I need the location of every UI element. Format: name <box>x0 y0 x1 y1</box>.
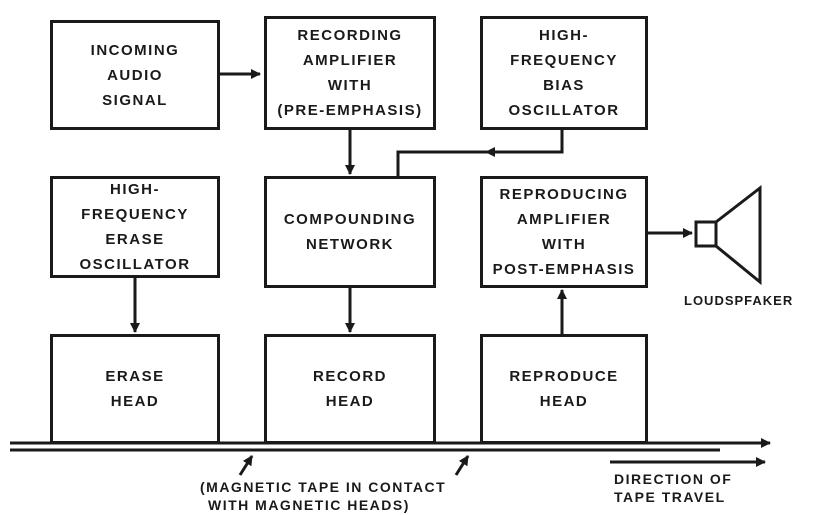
tape-note-line-1: (MAGNETIC TAPE IN CONTACT <box>200 479 447 495</box>
incoming-audio-line-3: SIGNAL <box>102 91 168 109</box>
bias-oscillator-line-3: BIAS <box>543 77 585 94</box>
reproducing-amplifier-line-4: POST-EMPHASIS <box>492 261 636 278</box>
compounding-network-block: COMPOUNDING NETWORK <box>264 176 436 288</box>
erase-oscillator-line-1: HIGH- <box>110 181 160 198</box>
recording-amplifier-block: RECORDING AMPLIFIER WITH (PRE-EMPHASIS) <box>264 16 436 130</box>
tape-note-pointer-left <box>238 455 254 476</box>
recording-amplifier-line-2: AMPLIFIER <box>302 52 398 69</box>
tape-note-line-2: WITH MAGNETIC HEADS) <box>208 497 410 513</box>
reproduce-head-line-1: REPRODUCE <box>509 368 619 385</box>
reproducing-amplifier-line-3: WITH <box>541 236 587 253</box>
loudspeaker-icon <box>694 184 762 286</box>
bias-oscillator-line-2: FREQUENCY <box>510 52 618 69</box>
erase-oscillator-block: HIGH- FREQUENCY ERASE OSCILLATOR <box>50 176 220 278</box>
erase-head-line-1: ERASE <box>105 368 165 385</box>
direction-label-line-1: DIRECTION OF <box>614 471 733 487</box>
incoming-audio-line-1: INCOMING <box>90 41 180 59</box>
incoming-audio-line-2: AUDIO <box>107 66 163 84</box>
compounding-network-line-2: NETWORK <box>306 236 394 253</box>
bias-oscillator-line-1: HIGH- <box>539 27 589 44</box>
erase-head-block: ERASE HEAD <box>50 334 220 444</box>
tape-note-pointer-right <box>454 455 470 476</box>
record-head-line-1: RECORD <box>312 368 387 385</box>
erase-oscillator-line-2: FREQUENCY <box>81 206 189 223</box>
bias-oscillator-line-4: OSCILLATOR <box>508 102 620 119</box>
reproducing-amplifier-line-1: REPRODUCING <box>499 186 629 203</box>
reproducing-amplifier-line-2: AMPLIFIER <box>516 211 612 228</box>
erase-oscillator-line-3: ERASE <box>105 231 165 248</box>
reproduce-head-block: REPRODUCE HEAD <box>480 334 648 444</box>
arrow-bias-to-compounding <box>396 129 564 176</box>
record-head-line-2: HEAD <box>325 393 375 410</box>
incoming-audio-signal-block: INCOMING AUDIO SIGNAL <box>50 20 220 130</box>
recording-amplifier-line-1: RECORDING <box>297 27 403 44</box>
direction-label-line-2: TAPE TRAVEL <box>614 489 726 505</box>
bias-oscillator-block: HIGH- FREQUENCY BIAS OSCILLATOR <box>480 16 648 130</box>
erase-oscillator-line-4: OSCILLATOR <box>79 256 191 273</box>
reproduce-head-line-2: HEAD <box>539 393 589 410</box>
loudspeaker-label: LOUDSPFAKER <box>684 293 794 308</box>
recording-amplifier-line-3: WITH <box>327 77 373 94</box>
erase-head-line-2: HEAD <box>110 393 160 410</box>
record-head-block: RECORD HEAD <box>264 334 436 444</box>
reproducing-amplifier-block: REPRODUCING AMPLIFIER WITH POST-EMPHASIS <box>480 176 648 288</box>
recording-amplifier-line-4: (PRE-EMPHASIS) <box>277 102 423 119</box>
compounding-network-line-1: COMPOUNDING <box>283 211 417 228</box>
